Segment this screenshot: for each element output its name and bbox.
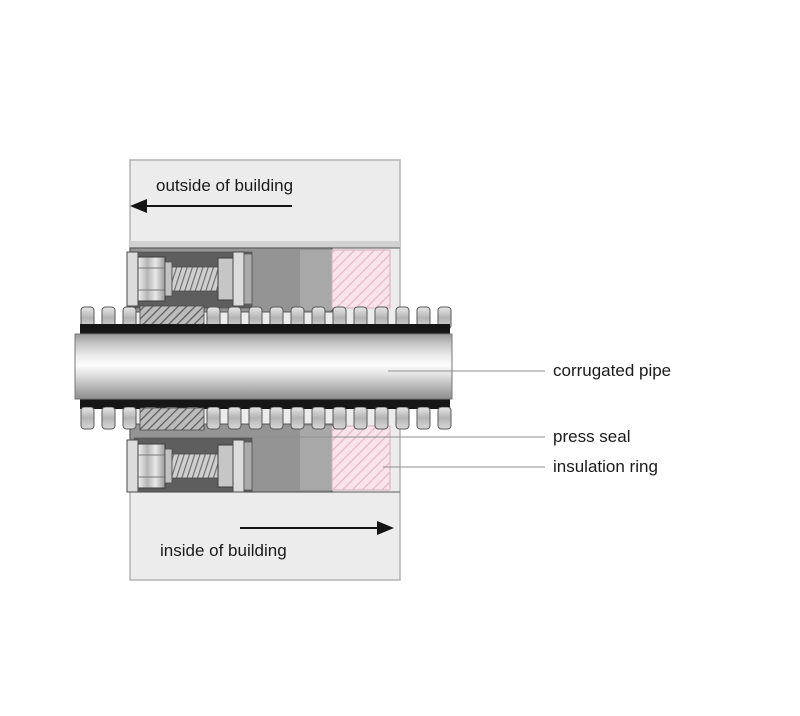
- clamp-plate-top: [243, 253, 253, 305]
- pipe-body: [74, 333, 453, 400]
- pipe-band-bottom: [80, 398, 450, 409]
- insulation-ring-top: [331, 249, 391, 309]
- nut-top: [217, 257, 234, 301]
- bolt-head-top: [137, 256, 166, 302]
- seal-ring-light-bottom: [300, 426, 332, 490]
- label-corrugated-pipe: corrugated pipe: [553, 361, 671, 380]
- bolt-assembly-bottom: [126, 439, 253, 493]
- label-insulation-ring: insulation ring: [553, 457, 658, 476]
- bolt-shaft-bottom: [171, 453, 219, 479]
- arrow-right-icon: [240, 521, 394, 535]
- washer-top: [164, 261, 173, 297]
- bolt-assembly-top: [126, 251, 253, 307]
- insulation-ring-bottom: [331, 425, 391, 491]
- pipe-band-top: [80, 324, 450, 335]
- label-inside-of-building: inside of building: [160, 541, 287, 560]
- label-press-seal: press seal: [553, 427, 630, 446]
- bolt-shaft-top: [171, 266, 219, 292]
- bolt-head-bottom: [137, 443, 166, 489]
- nut-bottom: [217, 444, 234, 488]
- label-outside-of-building: outside of building: [156, 176, 293, 195]
- seal-ring-light-top: [300, 250, 332, 310]
- pressure-plate-right-bottom: [232, 439, 245, 493]
- pipe-corrugation-bottom: [78, 407, 452, 430]
- washer-bottom: [164, 448, 173, 484]
- seal-grip-bottom: [139, 407, 205, 431]
- pressure-plate-left-bottom: [126, 439, 139, 493]
- pressure-plate-right-top: [232, 251, 245, 307]
- arrow-left-icon: [130, 199, 292, 213]
- wall-opening-shadow: [130, 241, 400, 248]
- clamp-plate-bottom: [243, 441, 253, 491]
- pressure-plate-left-top: [126, 251, 139, 307]
